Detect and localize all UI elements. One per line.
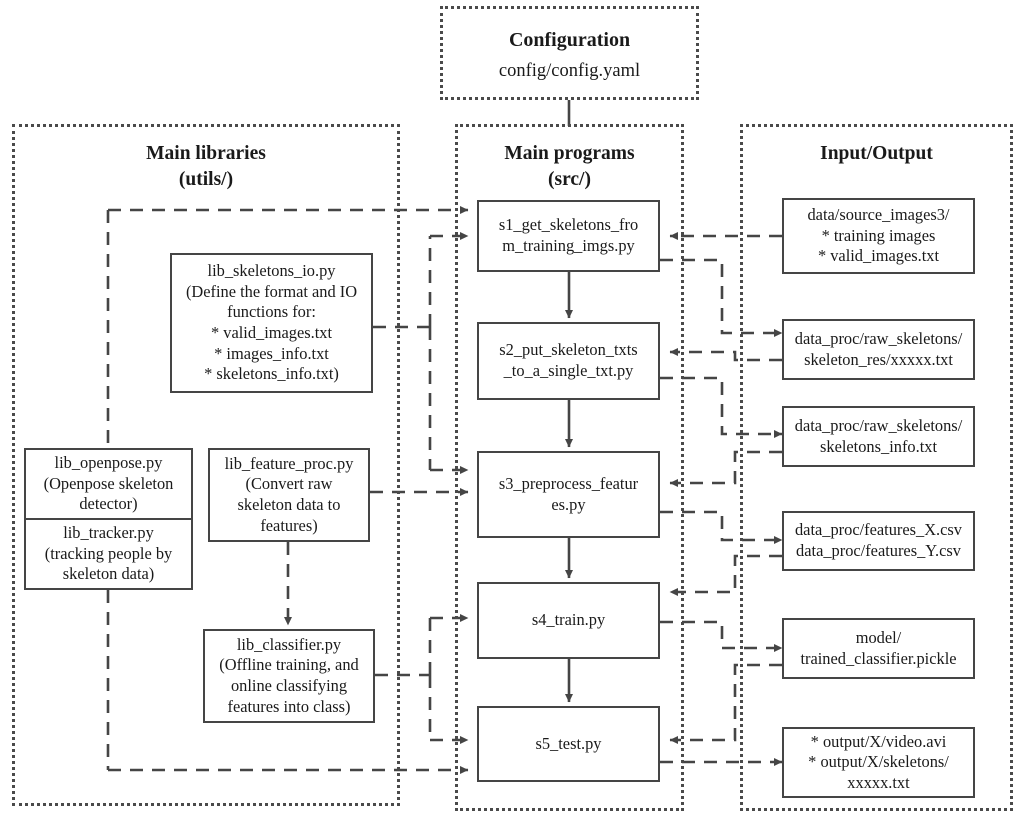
wire-s3-to-features [660,510,783,545]
node-lib-skeletons-io[interactable]: lib_skeletons_io.py (Define the format a… [170,253,373,393]
node-s3-preprocess-features[interactable]: s3_preprocess_featur es.py [477,451,660,538]
node-io-source-images[interactable]: data/source_images3/ * training images *… [782,198,975,274]
wire-s2-to-skeletonsinfo [660,376,783,439]
group-main-programs: Main programs (src/) [455,124,684,811]
group-input-output: Input/Output [740,124,1013,811]
configuration-path: config/config.yaml [498,61,641,81]
wire-skeletonres-to-s2 [669,347,782,362]
node-lib-classifier[interactable]: lib_classifier.py (Offline training, and… [203,629,375,723]
node-io-skeletons-info[interactable]: data_proc/raw_skeletons/ skeletons_info.… [782,406,975,467]
group-main-libraries-title-line1: Main libraries [146,143,266,164]
group-main-libraries-title-line2: (utils/) [178,169,234,190]
wire-s4-to-model [660,620,783,653]
configuration-heading: Configuration [508,29,631,51]
wire-features-to-s4 [669,554,782,597]
group-input-output-title-line1: Input/Output [820,143,933,164]
wire-skeletonsinfo-to-s3 [669,450,782,488]
configuration-box: Configuration config/config.yaml [440,6,699,100]
group-main-programs-title-line1: Main programs [504,143,635,164]
node-lib-tracker[interactable]: lib_tracker.py (tracking people by skele… [24,519,193,590]
node-io-features[interactable]: data_proc/features_X.csv data_proc/featu… [782,511,975,571]
wire-model-to-s5 [669,663,782,745]
node-s5-test[interactable]: s5_test.py [477,706,660,782]
node-s1-get-skeletons[interactable]: s1_get_skeletons_fro m_training_imgs.py [477,200,660,272]
group-main-programs-title-line2: (src/) [548,169,591,190]
node-io-output[interactable]: * output/X/video.avi * output/X/skeleton… [782,727,975,798]
node-io-model[interactable]: model/ trained_classifier.pickle [782,618,975,679]
node-io-skeleton-res[interactable]: data_proc/raw_skeletons/ skeleton_res/xx… [782,319,975,380]
node-s4-train[interactable]: s4_train.py [477,582,660,659]
node-s2-put-skeleton-txts[interactable]: s2_put_skeleton_txts _to_a_single_txt.py [477,322,660,400]
wire-s1-to-skeletonres [660,258,783,338]
group-main-libraries: Main libraries (utils/) [12,124,400,806]
node-lib-openpose[interactable]: lib_openpose.py (Openpose skeleton detec… [24,448,193,519]
node-lib-feature-proc[interactable]: lib_feature_proc.py (Convert raw skeleto… [208,448,370,542]
